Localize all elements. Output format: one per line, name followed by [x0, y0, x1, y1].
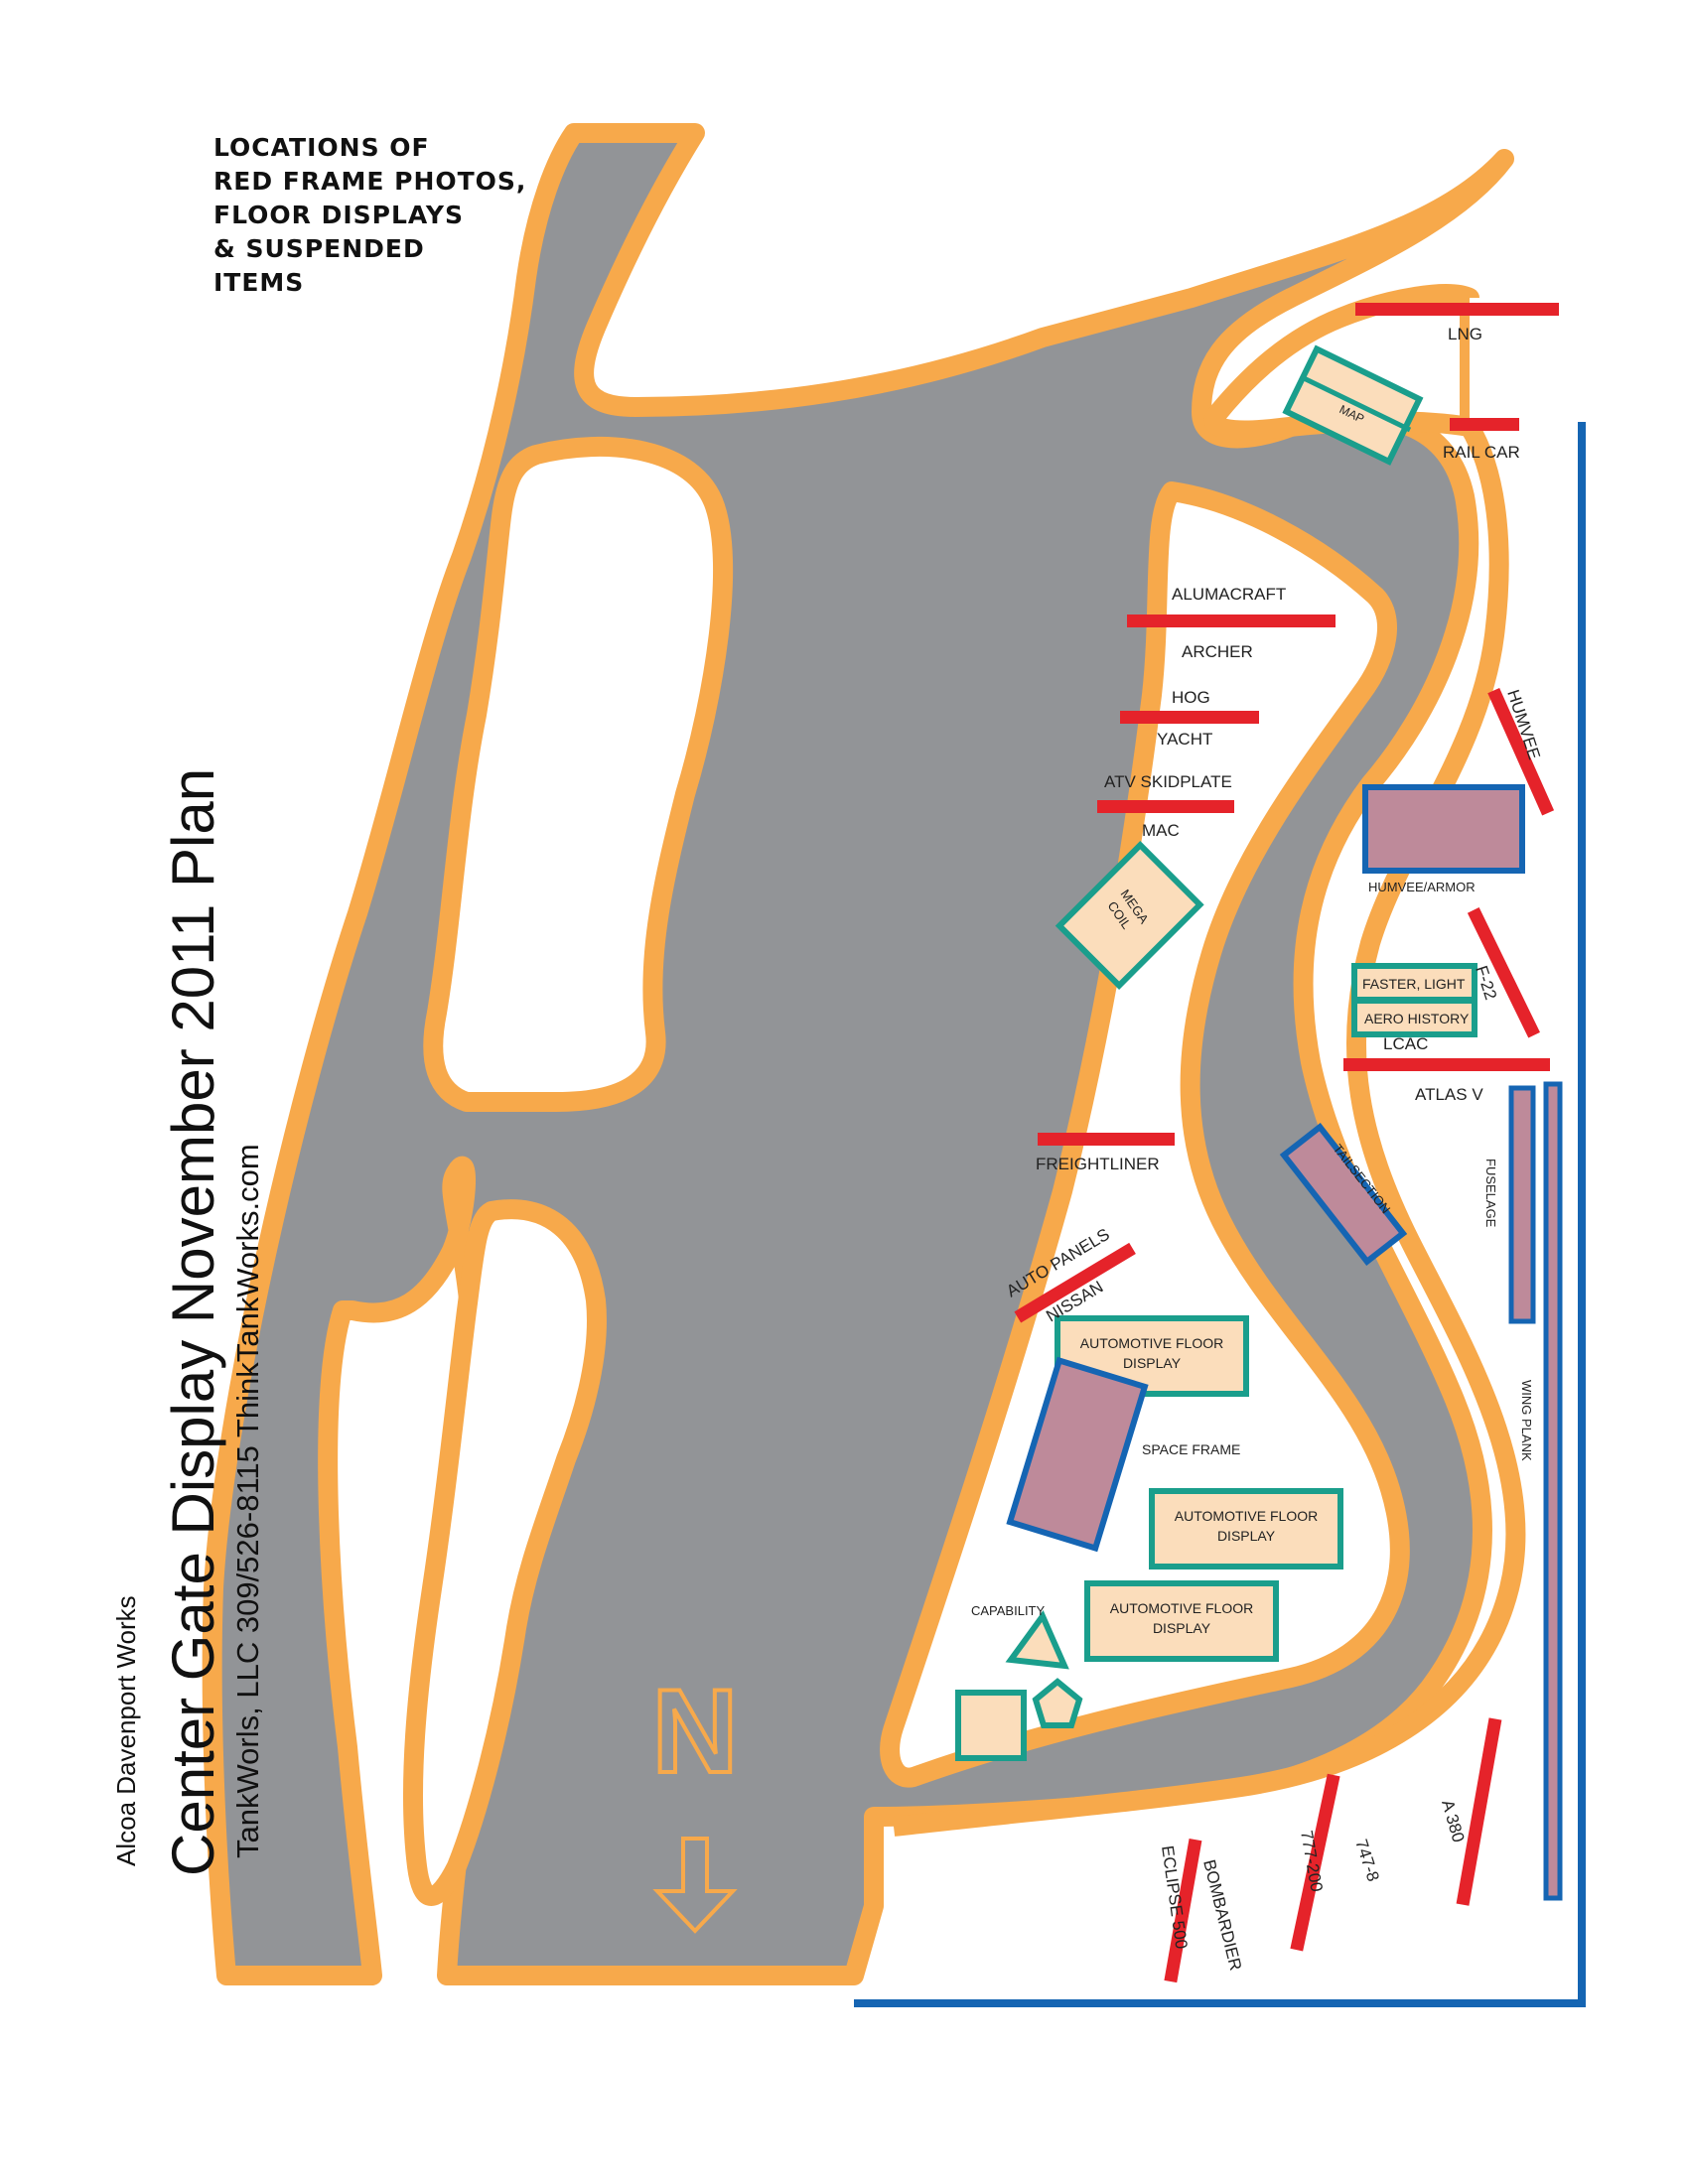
plan-title: Center Gate Display November 2011 Plan: [160, 767, 226, 1876]
label-archer: ARCHER: [1182, 642, 1253, 661]
red-frame-eclipse-bombardier[interactable]: [1164, 1839, 1202, 1983]
outer-right-area: [894, 298, 1579, 1976]
label-auto-floor-3-a: AUTOMOTIVE FLOOR: [1110, 1600, 1253, 1616]
floor-display-map-divider: [1300, 374, 1412, 433]
label-mac: MAC: [1142, 821, 1180, 840]
contact-line: TankWorls, LLC 309/526-8115 ThinkTankWor…: [230, 1144, 265, 1858]
label-aero-history: AERO HISTORY: [1364, 1011, 1470, 1026]
red-frame-freightliner[interactable]: [1038, 1133, 1175, 1146]
floor-display-capability-square[interactable]: [955, 1690, 1027, 1761]
legend-line-4: & SUSPENDED: [213, 234, 425, 263]
floor-display-auto-1[interactable]: [1055, 1315, 1249, 1397]
label-space-frame: SPACE FRAME: [1142, 1441, 1240, 1457]
red-frame-rail-car[interactable]: [1450, 418, 1519, 431]
label-yacht: YACHT: [1157, 730, 1212, 749]
red-frame-auto-panels[interactable]: [1014, 1242, 1136, 1323]
suspended-space-frame[interactable]: [1006, 1356, 1149, 1553]
red-frame-777[interactable]: [1290, 1773, 1340, 1952]
floor-displays: [955, 344, 1477, 1761]
suspended-wing-plank[interactable]: [1543, 1081, 1563, 1901]
red-frame-lng[interactable]: [1355, 303, 1559, 316]
legend-line-3: FLOOR DISPLAYS: [213, 201, 464, 229]
red-frame-a380[interactable]: [1456, 1717, 1502, 1906]
legend-title: LOCATIONS OF RED FRAME PHOTOS, FLOOR DIS…: [213, 131, 526, 300]
floor-display-faster-light[interactable]: [1351, 963, 1477, 1003]
label-atv-skidplate: ATV SKIDPLATE: [1104, 772, 1232, 791]
suspended-tailsection[interactable]: [1279, 1123, 1408, 1266]
floor-display-capability-triangle[interactable]: [1005, 1610, 1069, 1670]
red-frame-alumacraft[interactable]: [1127, 614, 1336, 627]
company-name: Alcoa Davenport Works: [111, 1595, 141, 1866]
label-wing-plank: WING PLANK: [1519, 1380, 1534, 1461]
legend-line-2: RED FRAME PHOTOS,: [213, 167, 527, 196]
legend-line-1: LOCATIONS OF: [213, 133, 430, 162]
legend-line-5: ITEMS: [213, 268, 305, 297]
label-hog: HOG: [1172, 688, 1210, 707]
suspended-fuselage[interactable]: [1508, 1085, 1536, 1324]
floor-display-mega-coil[interactable]: [1055, 841, 1204, 990]
road-right-border: [892, 421, 1526, 1837]
label-faster-light: FASTER, LIGHT: [1362, 976, 1466, 992]
label-auto-floor-2-a: AUTOMOTIVE FLOOR: [1175, 1508, 1318, 1524]
label-auto-floor-3-b: DISPLAY: [1153, 1620, 1211, 1636]
lower-left-island: [402, 1199, 607, 1906]
red-frame-lcac[interactable]: [1343, 1058, 1550, 1071]
label-capability: CAPABILITY: [971, 1603, 1046, 1618]
red-frame-f22[interactable]: [1467, 907, 1540, 1038]
suspended-humvee-armor[interactable]: [1362, 784, 1525, 874]
floor-display-capability-pentagon[interactable]: [1032, 1678, 1083, 1728]
label-auto-floor-1-a: AUTOMOTIVE FLOOR: [1080, 1335, 1223, 1351]
label-humvee-armor: HUMVEE/ARMOR: [1368, 880, 1476, 894]
suspended-items: [1006, 784, 1563, 1901]
label-lcac: LCAC: [1383, 1034, 1428, 1053]
label-alumacraft: ALUMACRAFT: [1172, 585, 1286, 604]
fence-lines: [854, 422, 1586, 2007]
floor-display-auto-3[interactable]: [1084, 1580, 1279, 1662]
upper-left-island: [423, 436, 734, 1112]
label-freightliner: FREIGHTLINER: [1036, 1155, 1160, 1173]
north-arrow-shape: [652, 1837, 738, 1934]
floor-display-aero-history[interactable]: [1351, 998, 1477, 1037]
red-frame-photos: [1014, 303, 1559, 1983]
floor-display-auto-2[interactable]: [1149, 1488, 1343, 1570]
label-auto-floor-2-b: DISPLAY: [1217, 1528, 1276, 1544]
floor-display-map[interactable]: [1282, 344, 1424, 466]
red-frame-hog[interactable]: [1120, 711, 1259, 724]
label-auto-floor-1-b: DISPLAY: [1123, 1355, 1182, 1371]
label-atlas-v: ATLAS V: [1415, 1085, 1483, 1104]
north-letter: N: [652, 1665, 739, 1798]
red-frame-humvee[interactable]: [1487, 687, 1555, 816]
north-arrow: N: [650, 1663, 740, 1934]
label-rail-car: RAIL CAR: [1443, 443, 1520, 462]
label-lng: LNG: [1448, 325, 1482, 343]
red-frame-atv[interactable]: [1097, 800, 1234, 813]
label-fuselage: FUSELAGE: [1483, 1159, 1498, 1228]
